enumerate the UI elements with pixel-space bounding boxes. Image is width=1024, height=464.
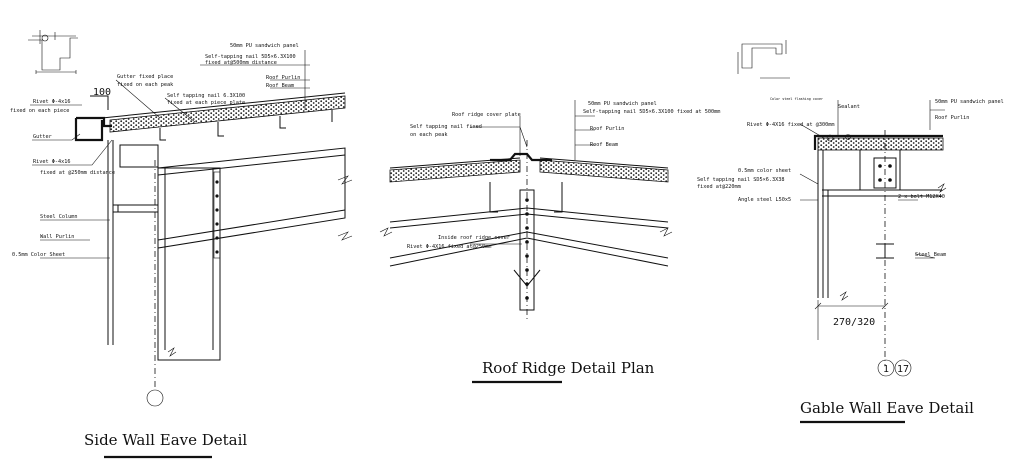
gable-key-plan — [737, 40, 790, 79]
gable-roof-purlin: Roof Purlin — [935, 115, 969, 121]
gable-self-tapping: Self tapping nail SD5×6.3X38 — [697, 177, 784, 183]
side-gutter-label: Gutter — [33, 134, 52, 140]
gable-title: Gable Wall Eave Detail — [800, 399, 974, 417]
side-steel-column-label: Steel Column — [40, 214, 77, 220]
side-rivet-1-fixed: fixed on each piece — [10, 108, 69, 114]
side-wall-title: Side Wall Eave Detail — [84, 431, 247, 449]
side-key-plan — [28, 30, 78, 74]
side-sandwich-panel: 50mm PU sandwich panel — [230, 43, 299, 49]
gable-rivet: Rivet Φ-4X16 fixed at @300mm — [747, 122, 834, 128]
side-rivet-2-fixed: fixed at @250mm distance — [40, 170, 115, 176]
grid-bubble-1 — [877, 359, 895, 377]
grid-bubble-17 — [894, 359, 912, 377]
side-color-sheet-label: 0.5mm Color Sheet — [12, 252, 65, 258]
side-rivet-2: Rivet Φ-4x16 — [33, 159, 70, 165]
side-roof-panel — [109, 95, 346, 133]
gable-dimension: 270/320 — [814, 300, 889, 340]
side-wall-purlin-label: Wall Purlin — [40, 234, 74, 240]
ridge-title: Roof Ridge Detail Plan — [482, 359, 655, 377]
steel-column — [157, 167, 221, 361]
ridge-beam — [389, 207, 669, 267]
side-rivet-1: Rivet Φ-4x16 — [33, 99, 70, 105]
grid-label-1: 1 — [883, 364, 889, 375]
gable-steel-beam-label: Steel Beam — [915, 252, 946, 258]
gable-angle-steel: Angle steel L50x5 — [738, 197, 791, 203]
gable-sealant: Sealant — [838, 104, 860, 110]
side-nail-1: Self-tapping nail 5D5×6.3X100 — [205, 54, 296, 60]
gable-roof-panel — [817, 137, 944, 151]
ridge-inside-cover: Inside roof ridge cover — [438, 235, 510, 241]
dim-100: 100 — [93, 87, 111, 98]
gable-dimension-label: 270/320 — [833, 317, 875, 328]
ridge-sandwich-panel: 50mm PU sandwich panel — [588, 101, 657, 107]
side-roof-beam — [157, 147, 346, 249]
ridge-roof-beam: Roof Beam — [590, 142, 618, 148]
ridge-on-each-peak: on each peak — [410, 132, 448, 138]
ridge-nail-2: Self-tapping nail 5D5×6.3X100 fixed at 5… — [583, 109, 720, 115]
gable-color-sheet: 0.5mm color sheet — [738, 168, 791, 174]
side-fixed-each-piece: fixed at each piece plate — [167, 100, 245, 106]
side-roof-purlin: Roof Purlin — [266, 75, 300, 81]
ridge-nail-1: Self tapping nail fixed — [410, 124, 482, 130]
grid-label-17: 17 — [897, 364, 909, 375]
ridge-panel-right — [539, 159, 669, 183]
side-gutter-fixed-place: Gutter fixed place — [117, 74, 173, 80]
side-nail-2: Self tapping nail 6.3X100 — [167, 93, 245, 99]
gutter — [74, 116, 112, 142]
side-roof-beam-label: Roof Beam — [266, 83, 294, 89]
ridge-roof-purlin: Roof Purlin — [590, 126, 624, 132]
gable-fixed-at: fixed at@220mm — [697, 184, 741, 190]
gable-flashing-cover: Color steel flashing cover — [770, 97, 823, 101]
side-fixed-each-place: fixed on each peak — [117, 82, 174, 88]
ridge-cover-label: Roof ridge cover plate — [452, 112, 521, 118]
ridge-cover-plate — [490, 152, 552, 162]
side-fixed-distance: fixed at@500mm distance — [205, 60, 277, 66]
ridge-panel-left — [389, 159, 521, 183]
gable-sandwich-panel: 50mm PU sandwich panel — [935, 99, 1004, 105]
column-bolts — [213, 171, 221, 259]
side-wall-eave-detail: 100 — [10, 30, 353, 459]
roof-ridge-detail: Roof ridge cover plate Self tapping nail… — [379, 100, 720, 384]
ridge-rivet: Rivet Φ-4X16 fixed at@250mm — [407, 244, 491, 250]
gable-wall-eave-detail: 270/320 1 17 Sealant Color steel flashin… — [697, 40, 1004, 424]
gable-bolt: 2 x bolt M12X40 — [898, 194, 945, 200]
grid-bubble-side — [146, 389, 164, 407]
